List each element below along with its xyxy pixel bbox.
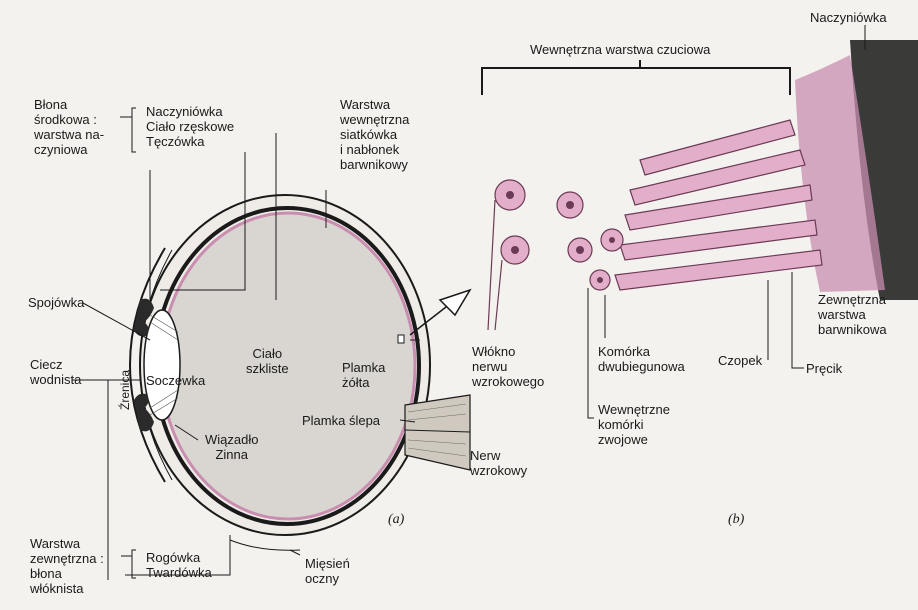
cell-nuclei: [506, 191, 615, 283]
aqueous-label: Ciecz wodnista: [30, 357, 82, 387]
eye-muscle: [229, 539, 301, 551]
nerve-fibers: [487, 199, 503, 331]
sensory-layer-bracket: [481, 60, 791, 95]
outer-layer-parts: Rogówka Twardówka: [146, 550, 212, 580]
membrane-middle-label: Błona środkowa : warstwa na- czyniowa: [34, 97, 105, 157]
zonule-label: Wiązadło Zinna: [205, 432, 259, 462]
cell-bodies: [494, 179, 624, 291]
pigment-layer: [795, 55, 885, 292]
optic-nerve: [404, 394, 471, 471]
cornea: [129, 247, 166, 483]
cone-label: Czopek: [718, 353, 763, 368]
zonule-fibers: [149, 314, 179, 416]
zoom-arrowhead: [438, 288, 472, 317]
lens-label: Soczewka: [146, 373, 206, 388]
lens: [143, 309, 181, 421]
rod-label: Pręcik: [806, 361, 843, 376]
membrane-middle-parts: Naczyniówka Ciało rzęskowe Tęczówka: [146, 104, 235, 149]
macula-marker: [397, 334, 405, 344]
outer-layer-label: Warstwa zewnętrzna : błona włóknista: [30, 536, 104, 596]
retina-layer-label: Warstwa wewnętrzna siatkówka i nabłonek …: [340, 97, 410, 172]
iris-upper: [134, 298, 154, 337]
photoreceptors: [614, 119, 823, 291]
iris-lower: [134, 393, 154, 432]
vitreous-label: Ciało szkliste: [246, 346, 289, 376]
muscle-label: Mięsień oczny: [305, 556, 350, 586]
choroid-block: [850, 40, 918, 300]
ganglion-label: Wewnętrzne komórki zwojowe: [598, 402, 671, 447]
blind-spot-label: Plamka ślepa: [302, 413, 381, 428]
nerve-fiber-label: Włókno nerwu wzrokowego: [472, 344, 545, 389]
panel-a-caption: (a): [388, 512, 405, 527]
choroid-label: Naczyniówka: [810, 10, 887, 25]
conjunctiva-label: Spojówka: [28, 295, 85, 310]
sensory-layer-label: Wewnętrzna warstwa czuciowa: [530, 42, 711, 57]
leader-lines-a: [72, 107, 420, 580]
panel-b-caption: (b): [728, 512, 745, 527]
macula-label: Plamka żółta: [342, 360, 386, 390]
pupil-label: Źrenica: [118, 369, 132, 410]
pigment-layer-label: Zewnętrzna warstwa barwnikowa: [818, 292, 887, 337]
conjunctiva-line: [139, 249, 173, 481]
bipolar-label: Komórka dwubiegunowa: [598, 344, 685, 374]
optic-nerve-label: Nerw wzrokowy: [470, 448, 528, 478]
leader-lines-b: [587, 25, 866, 419]
